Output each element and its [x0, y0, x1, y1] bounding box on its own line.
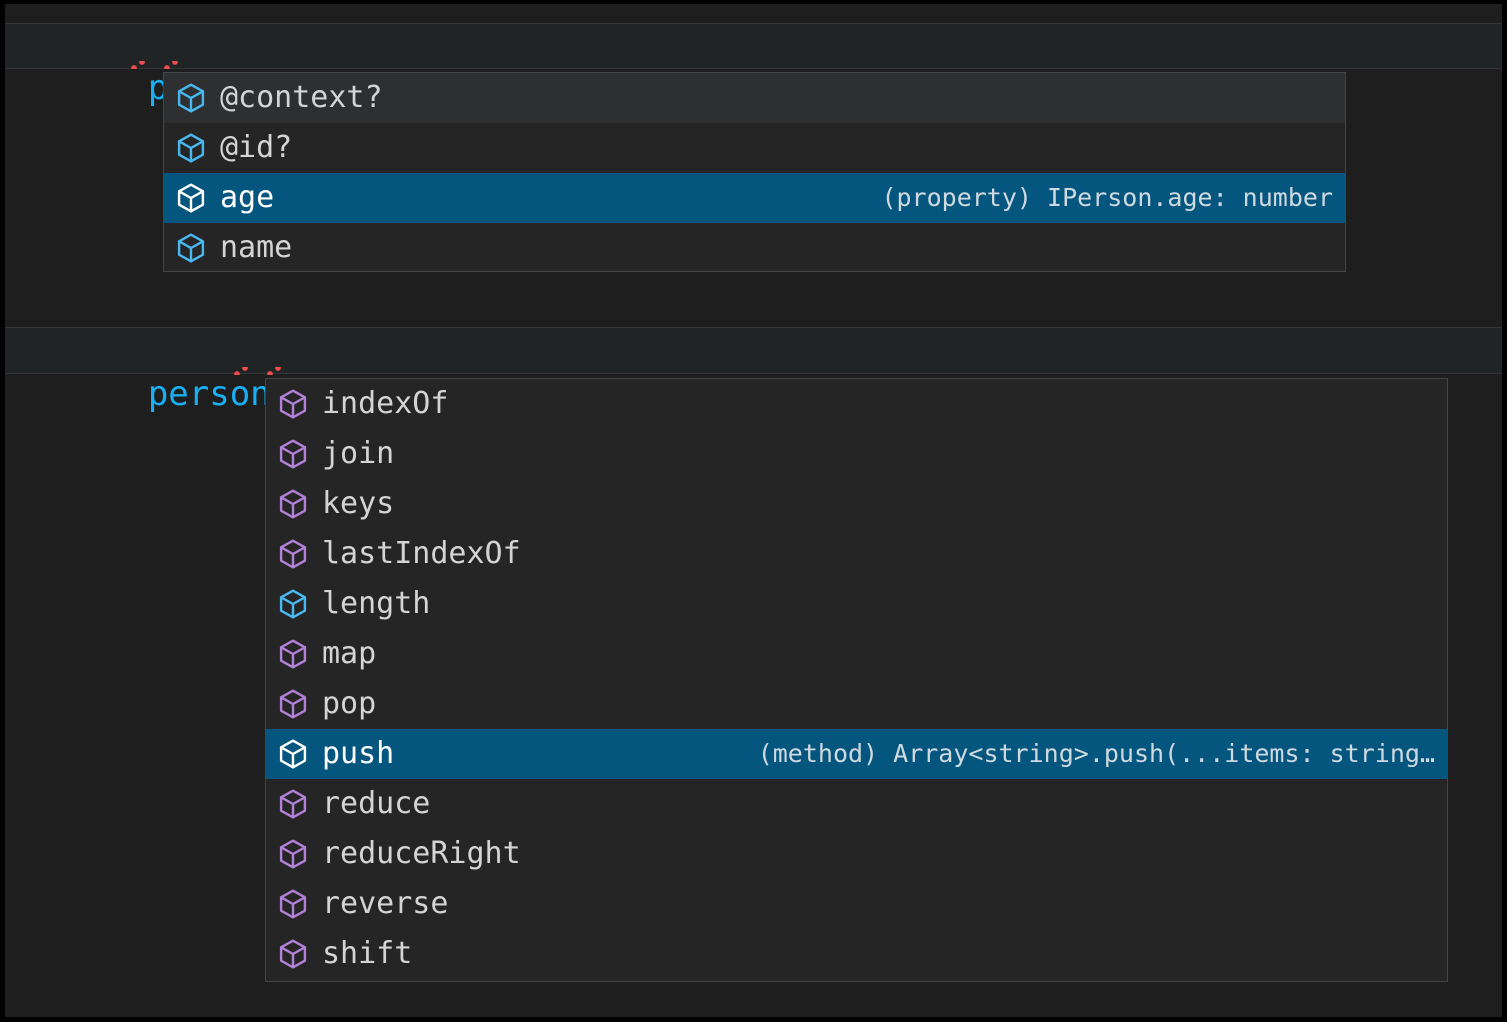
suggest-item[interactable]: reduceRight — [266, 829, 1447, 879]
suggest-item-label: join — [322, 436, 395, 471]
suggest-item-label: reduceRight — [322, 836, 521, 871]
editor-separator-3 — [5, 327, 1502, 328]
code-editor[interactable]: person.; person.name.; @context?@id?age(… — [5, 4, 1502, 1017]
suggest-item[interactable]: pop — [266, 679, 1447, 729]
property-cube-icon — [177, 133, 205, 163]
editor-separator-4 — [5, 373, 1502, 374]
suggest-item[interactable]: reverse — [266, 879, 1447, 929]
suggest-item-detail: (method) Array<string>.push(...items: st… — [757, 739, 1435, 768]
suggest-item-label: map — [322, 636, 377, 671]
error-squiggle-icon — [233, 367, 250, 375]
method-cube-icon — [279, 889, 307, 919]
suggest-item-label: lastIndexOf — [322, 536, 521, 571]
suggest-item-label: shift — [322, 936, 413, 971]
property-cube-icon — [177, 183, 205, 213]
method-cube-icon — [279, 639, 307, 669]
property-cube-icon — [177, 83, 205, 113]
suggest-widget-person-name[interactable]: indexOf join keys lastIndexOf length map pop pu… — [265, 378, 1448, 982]
suggest-item-label: reverse — [322, 886, 449, 921]
suggest-item[interactable]: join — [266, 429, 1447, 479]
suggest-item-label: age — [220, 180, 275, 215]
suggest-item[interactable]: shift — [266, 929, 1447, 979]
code-token-variable: person — [147, 374, 271, 414]
suggest-item[interactable]: indexOf — [266, 379, 1447, 429]
suggest-item-label: indexOf — [322, 386, 449, 421]
method-cube-icon — [279, 739, 307, 769]
suggest-item-label: length — [322, 586, 431, 621]
error-squiggle-icon — [163, 61, 180, 69]
editor-separator-1 — [5, 23, 1502, 24]
suggest-item[interactable]: reduce — [266, 779, 1447, 829]
code-line-band-1 — [5, 24, 1502, 68]
error-squiggle-icon — [266, 367, 283, 375]
editor-separator-2 — [5, 68, 1502, 69]
method-cube-icon — [279, 939, 307, 969]
suggest-item-detail: (property) IPerson.age: number — [881, 183, 1333, 212]
suggest-item-label: keys — [322, 486, 395, 521]
method-cube-icon — [279, 389, 307, 419]
suggest-widget-person[interactable]: @context? @id? age (property) IPerson.age: … — [163, 72, 1346, 272]
suggest-item[interactable]: name — [164, 223, 1345, 271]
suggest-item[interactable]: lastIndexOf — [266, 529, 1447, 579]
error-squiggle-icon — [130, 61, 147, 69]
suggest-item-label: pop — [322, 686, 377, 721]
method-cube-icon — [279, 539, 307, 569]
method-cube-icon — [279, 489, 307, 519]
suggest-item[interactable]: push (method) Array<string>.push(...items… — [266, 729, 1447, 779]
suggest-item[interactable]: age (property) IPerson.age: number — [164, 173, 1345, 223]
suggest-item-label: push — [322, 736, 395, 771]
suggest-item[interactable]: @id? — [164, 123, 1345, 173]
suggest-item[interactable]: map — [266, 629, 1447, 679]
suggest-item[interactable]: length — [266, 579, 1447, 629]
suggest-item[interactable]: @context? — [164, 73, 1345, 123]
method-cube-icon — [279, 839, 307, 869]
suggest-item-label: name — [220, 230, 293, 265]
code-line-band-2 — [5, 328, 1502, 373]
suggest-item-label: reduce — [322, 786, 431, 821]
method-cube-icon — [279, 789, 307, 819]
method-cube-icon — [279, 439, 307, 469]
property-cube-icon — [177, 233, 205, 263]
method-cube-icon — [279, 689, 307, 719]
property-cube-icon — [279, 589, 307, 619]
suggest-item-label: @context? — [220, 80, 383, 115]
suggest-item-label: @id? — [220, 130, 293, 165]
suggest-item[interactable]: keys — [266, 479, 1447, 529]
